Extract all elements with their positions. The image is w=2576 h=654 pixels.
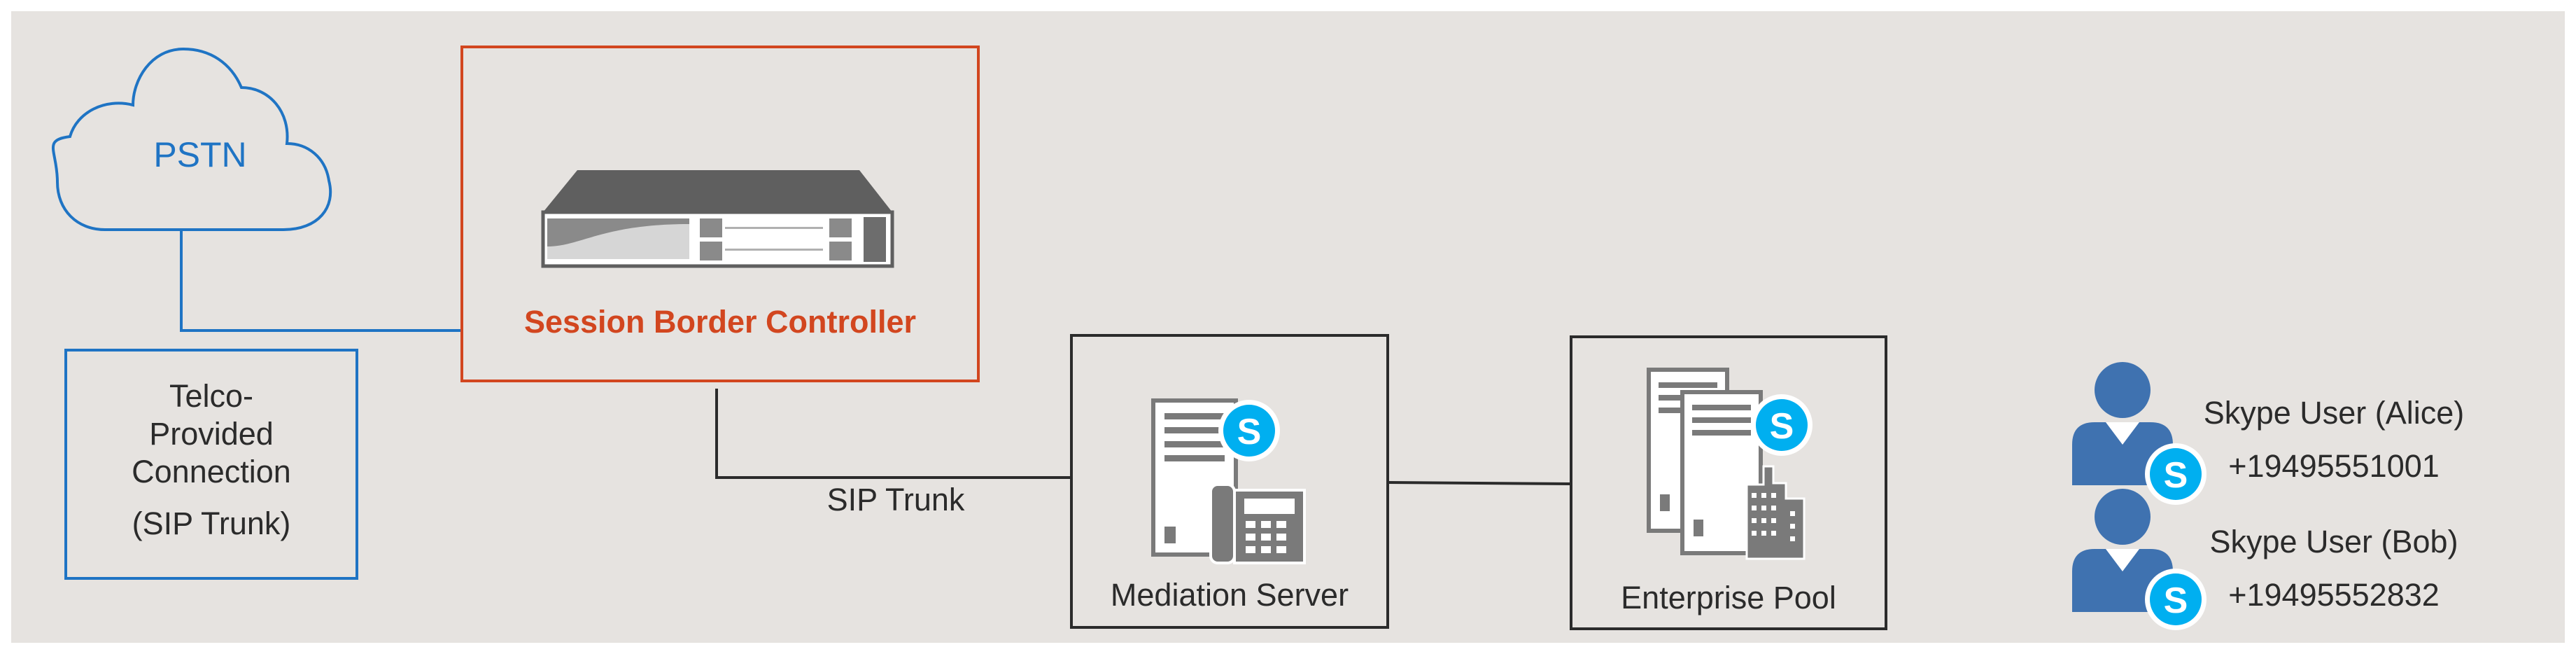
mediation-to-enterprise-connector	[1387, 481, 1572, 485]
server-phone-skype-icon	[1151, 398, 1306, 564]
user-alice-name: Skype User (Alice)	[2203, 395, 2465, 431]
enterprise-pool-label: Enterprise Pool	[1621, 580, 1836, 615]
telco-label-line-2: Provided	[149, 416, 274, 452]
user-bob-number: +19495552832	[2228, 577, 2440, 613]
telco-label-line-4: (SIP Trunk)	[132, 506, 291, 541]
pstn-to-sbc-connector	[180, 231, 462, 332]
pstn-label: PSTN	[153, 135, 247, 174]
sip-trunk-label: SIP Trunk	[826, 482, 965, 517]
telco-label-line-1: Telco-	[169, 378, 254, 414]
sbc-to-mediation-connector	[715, 389, 1071, 479]
rack-appliance-icon	[541, 170, 894, 268]
telco-connection-box	[64, 349, 358, 580]
sbc-label: Session Border Controller	[523, 304, 917, 340]
user-alice-number: +19495551001	[2228, 448, 2440, 484]
telco-label-line-3: Connection	[132, 454, 291, 489]
server-building-skype-icon	[1647, 368, 1813, 560]
enterprise-pool-box	[1570, 335, 1887, 630]
sbc-box	[460, 46, 980, 382]
mediation-server-label: Mediation Server	[1110, 577, 1349, 613]
user-bob-name: Skype User (Bob)	[2209, 524, 2458, 559]
mediation-server-box	[1070, 334, 1389, 629]
cloud-icon	[51, 47, 332, 231]
